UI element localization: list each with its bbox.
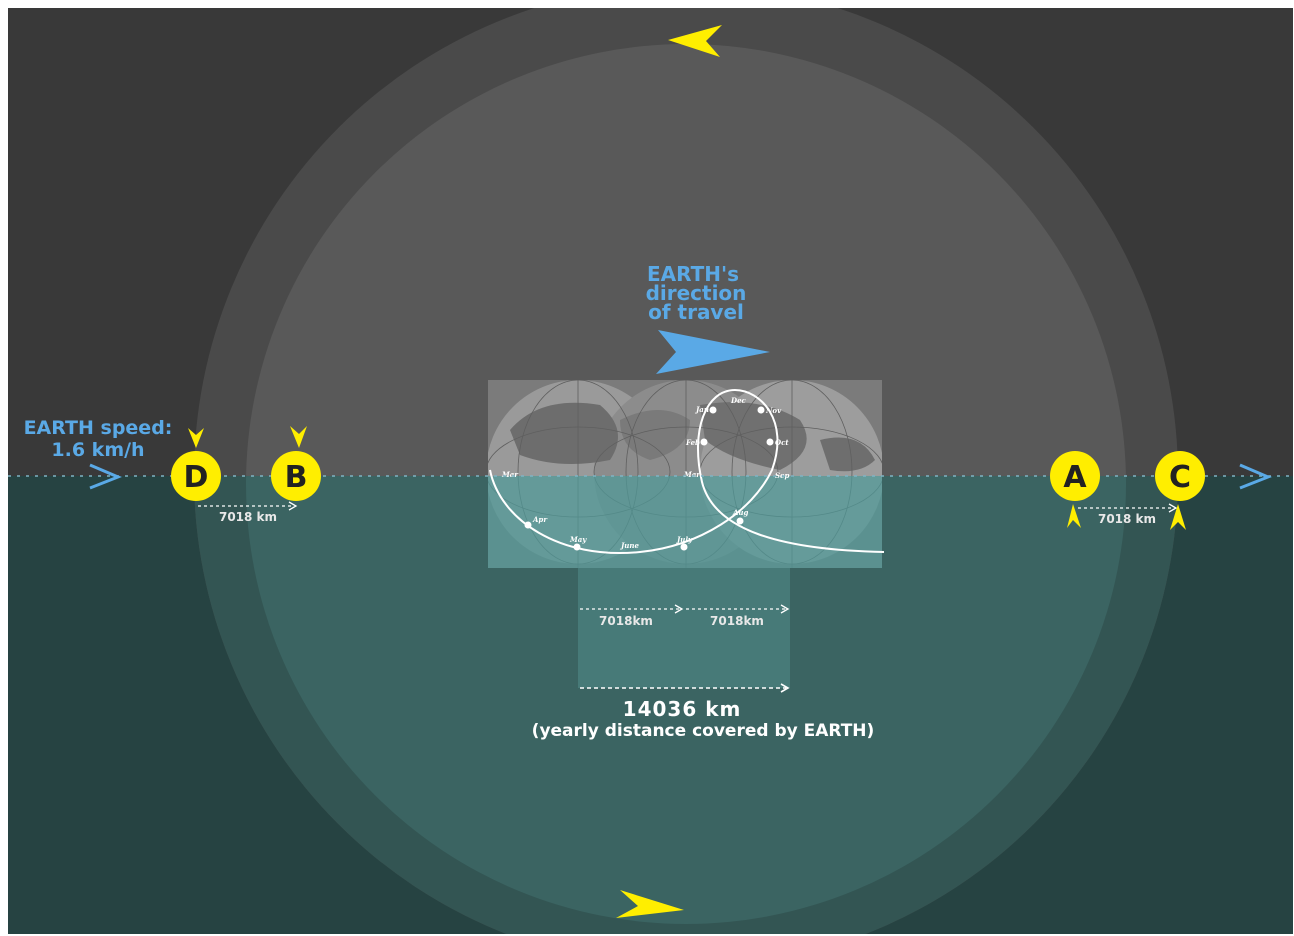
month-jan: Jan <box>694 405 709 414</box>
total-distance-value: 14036 km <box>623 697 742 721</box>
left-speed-chevron <box>89 463 122 490</box>
speed-label-line2: 1.6 km/h <box>51 439 144 461</box>
direction-label-line3: of travel <box>648 300 744 324</box>
right-distance-label: 7018 km <box>1098 512 1156 526</box>
total-distance-arrow <box>580 683 790 693</box>
right-speed-chevron <box>1239 463 1272 490</box>
half-distance-arrows <box>580 604 790 614</box>
point-b: B <box>271 426 321 501</box>
month-may: May <box>569 535 587 544</box>
month-oct: Oct <box>775 438 789 447</box>
inner-orbit-circle-sea <box>246 476 1126 924</box>
direction-label-line2: direction <box>646 281 747 305</box>
distance-highlight <box>578 560 790 688</box>
month-june: June <box>619 541 639 550</box>
month-aug: Aug <box>732 508 749 517</box>
point-b-label: B <box>285 460 308 495</box>
month-nov: Nov <box>765 406 782 415</box>
top-orbit-arrow-icon <box>668 25 722 57</box>
month-mar-left: Mar <box>501 470 519 479</box>
month-mar: Mar <box>683 470 701 479</box>
month-dec: Dec <box>730 396 747 405</box>
half-distance-label-1: 7018km <box>599 614 653 628</box>
half-distance-label-2: 7018km <box>710 614 764 628</box>
orbit-month-dots <box>524 406 774 551</box>
direction-arrow-icon <box>656 330 770 374</box>
point-a: A <box>1050 451 1100 528</box>
point-d: D <box>171 428 221 501</box>
left-distance-label: 7018 km <box>219 510 277 524</box>
point-c-pointer-icon <box>1170 504 1186 530</box>
orbit-path <box>489 388 885 554</box>
left-distance-arrow <box>198 501 298 511</box>
point-c-label: C <box>1169 460 1191 495</box>
point-a-pointer-icon <box>1067 504 1081 528</box>
month-apr: Apr <box>532 515 548 524</box>
point-a-label: A <box>1063 460 1087 495</box>
total-distance-caption: (yearly distance covered by EARTH) <box>532 721 875 741</box>
point-b-pointer-icon <box>290 426 307 448</box>
point-d-pointer-icon <box>188 428 204 448</box>
month-july: July <box>675 535 693 544</box>
bottom-orbit-arrow-icon <box>616 890 684 918</box>
direction-label-line1: EARTH's <box>647 262 739 286</box>
speed-label-line1: EARTH speed: <box>24 417 173 439</box>
right-distance-arrow <box>1078 503 1178 513</box>
month-feb: Feb <box>685 438 700 447</box>
point-c: C <box>1155 451 1205 530</box>
point-d-label: D <box>184 460 209 495</box>
